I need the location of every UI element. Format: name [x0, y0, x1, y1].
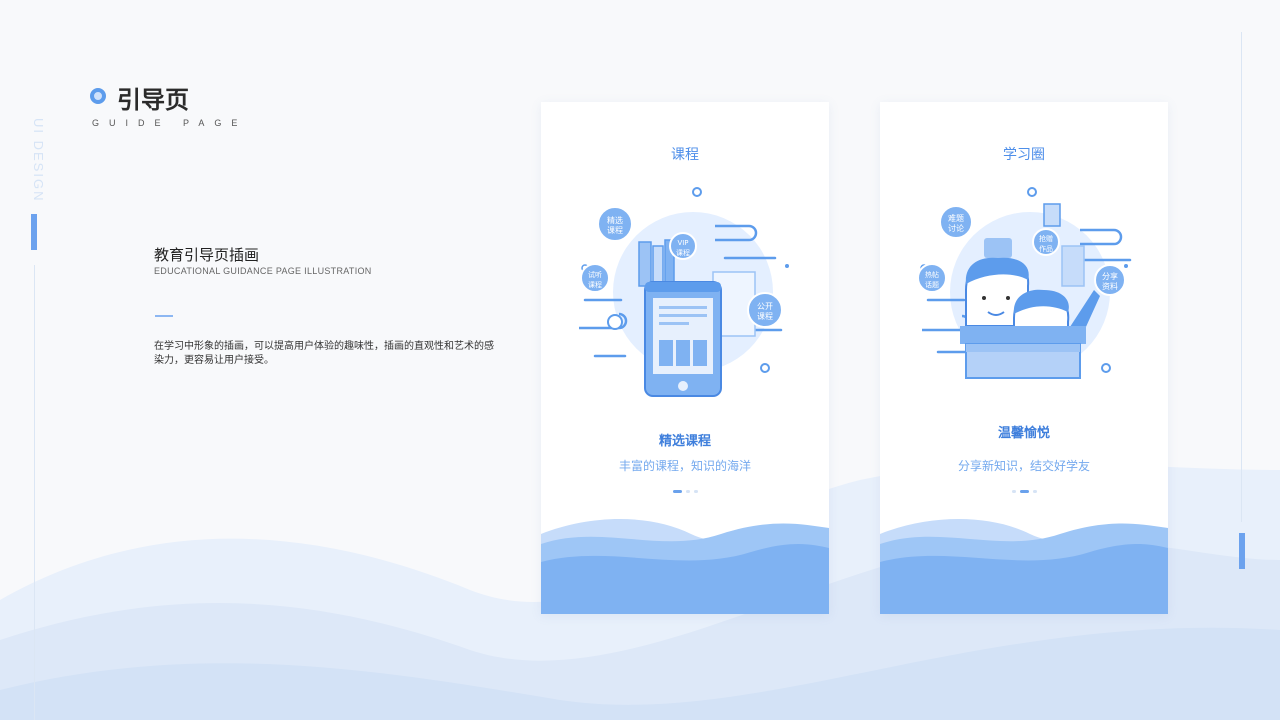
page-dot[interactable]: [693, 490, 698, 493]
bubble-label: 试听: [588, 270, 602, 279]
section-heading-en: EDUCATIONAL GUIDANCE PAGE ILLUSTRATION: [154, 266, 372, 276]
card-wave-decoration: [880, 519, 1168, 614]
bubble-label: 课程: [607, 226, 623, 235]
page-subtitle: GUIDE PAGE: [92, 118, 248, 128]
page-dot[interactable]: [1011, 490, 1016, 493]
guide-card-study-circle[interactable]: 学习圈 难题讨论抢赠作品热帖话题 分享资料 温馨愉悦 分享新知识，结交好学友: [880, 102, 1168, 614]
side-design-label: UI DESIGN: [31, 118, 46, 203]
bubble-label: 讨论: [948, 223, 964, 233]
right-guide-line: [1241, 32, 1242, 522]
card-title: 精选课程: [658, 434, 711, 449]
bubble-label: 公开: [757, 302, 773, 311]
bubble-label: 热帖: [925, 270, 939, 279]
card-wave-decoration: [541, 519, 829, 614]
page-dot-active[interactable]: [672, 490, 682, 493]
card-title: 温馨愉悦: [997, 426, 1050, 441]
page-dot-active[interactable]: [1019, 490, 1029, 493]
page-dot[interactable]: [1032, 490, 1037, 493]
bubble-label: 课程: [757, 312, 773, 321]
bubble-label: 难题: [948, 213, 964, 223]
page-title: 引导页: [117, 86, 189, 114]
page-dot[interactable]: [685, 490, 690, 493]
section-description: 在学习中形象的插画，可以提高用户体验的趣味性，插画的直观性和艺术的感染力，更容易…: [154, 341, 494, 366]
title-ring-icon: [90, 88, 106, 104]
bubble-label: 课程: [676, 248, 690, 257]
page-indicator: [880, 490, 1168, 493]
card-header: 课程: [671, 147, 699, 163]
bubble-label: 分享: [1102, 271, 1118, 281]
card-description: 分享新知识，结交好学友: [957, 459, 1090, 473]
bubble-label: 话题: [925, 280, 939, 289]
left-accent-bar: [31, 214, 37, 250]
label-bubble: 精选课程: [597, 206, 633, 242]
left-guide-line: [34, 265, 35, 720]
card-description: 丰富的课程，知识的海洋: [618, 459, 751, 473]
section-heading: 教育引导页插画: [154, 246, 260, 264]
bubble-label: 抢赠: [1039, 234, 1053, 243]
page-indicator: [541, 490, 829, 493]
bubble-label: VIP: [677, 239, 688, 247]
bubble-label: 作品: [1039, 244, 1053, 253]
section-divider: [155, 315, 173, 317]
bubble-label: 资料: [1102, 281, 1118, 291]
card-header: 学习圈: [1003, 147, 1045, 163]
bubble-label: 精选: [607, 215, 623, 225]
right-accent-bar: [1239, 533, 1245, 569]
bubble-label: 课程: [588, 280, 602, 289]
